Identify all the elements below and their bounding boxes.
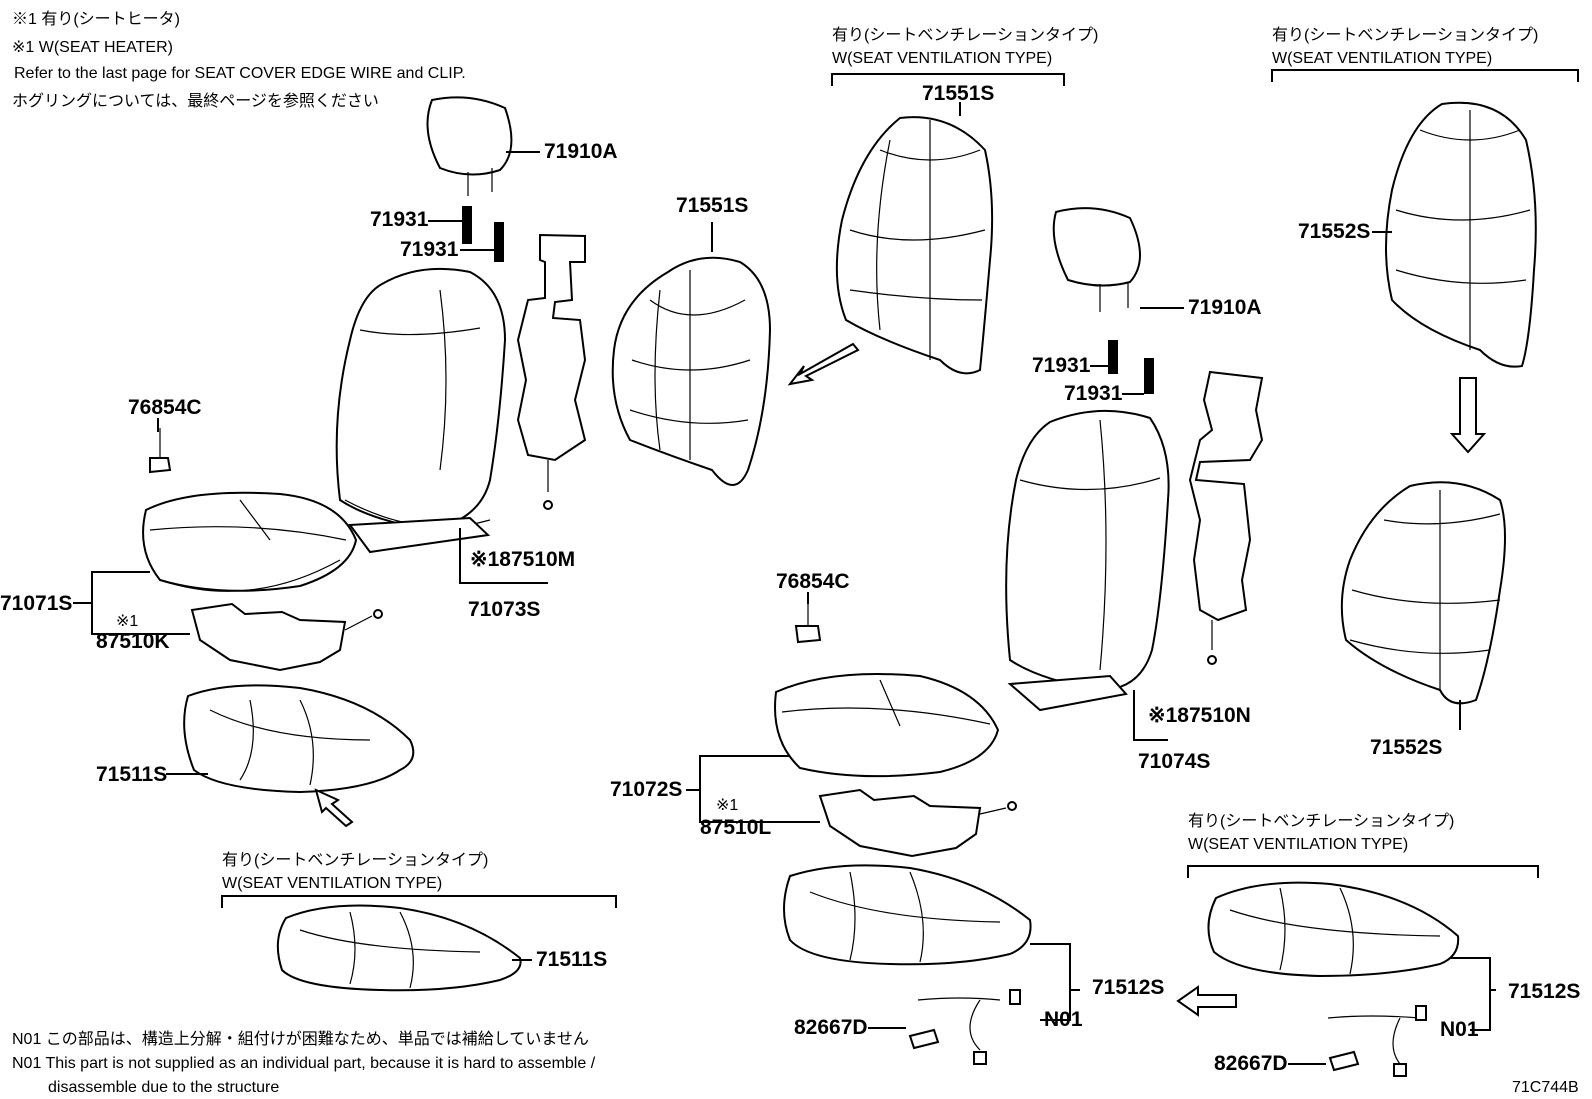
- svg-text:W(SEAT VENTILATION TYPE): W(SEAT VENTILATION TYPE): [222, 875, 442, 892]
- leader-71512s-b: [1450, 957, 1496, 1031]
- label-n01-a: N01: [1044, 1008, 1083, 1031]
- label-71931-r1: 71931: [1032, 354, 1091, 377]
- label-mark-left: ※1: [116, 613, 138, 630]
- headrest-right: [1052, 207, 1141, 312]
- label-71910a-left: 71910A: [544, 140, 618, 163]
- note-refer-jp: ホグリングについては、最終ページを参照ください: [12, 92, 379, 110]
- label-71512s-a: 71512S: [1092, 976, 1164, 999]
- seat-cushion-left: [142, 491, 358, 592]
- headrest-guide-left-2: [494, 222, 504, 262]
- vent-group-top-center: 有り(シートベンチレーションタイプ) W(SEAT VENTILATION TY…: [831, 26, 1098, 86]
- arrow-left-right: [1176, 985, 1237, 1017]
- clip-76854c-right: [794, 602, 822, 644]
- headrest-left: [426, 96, 513, 196]
- leader-71073s: [459, 528, 548, 584]
- label-71073s: 71073S: [468, 598, 540, 621]
- seatback-right: [1005, 409, 1170, 712]
- label-87510k: 87510K: [96, 630, 170, 653]
- footnote-n01-jp: N01 この部品は、構造上分解・組付けが困難なため、単品では補給していません: [12, 1030, 589, 1048]
- diagram-id: 71C744B: [1512, 1079, 1579, 1096]
- label-71931-l1: 71931: [370, 208, 429, 231]
- vent-seatback-pad-right-top: [1385, 101, 1537, 368]
- arrow-down-right: [1449, 377, 1487, 454]
- svg-text:W(SEAT VENTILATION TYPE): W(SEAT VENTILATION TYPE): [1272, 50, 1492, 67]
- note-heater-en: ※1 W(SEAT HEATER): [12, 39, 173, 56]
- note-refer-en: Refer to the last page for SEAT COVER ED…: [14, 65, 466, 82]
- svg-text:有り(シートベンチレーションタイプ): 有り(シートベンチレーションタイプ): [1188, 812, 1454, 830]
- vent-group-bottom-left: 有り(シートベンチレーションタイプ) W(SEAT VENTILATION TY…: [221, 851, 617, 908]
- connector-82667d-right: [1328, 1050, 1360, 1072]
- label-82667d-a: 82667D: [794, 1016, 868, 1039]
- footnote-n01-en2: disassemble due to the structure: [48, 1079, 279, 1096]
- label-71071s: 71071S: [0, 592, 72, 615]
- label-n01-b: N01: [1440, 1018, 1479, 1041]
- label-71552s-b: 71552S: [1370, 736, 1442, 759]
- label-87510m: ※187510M: [470, 548, 575, 571]
- note-heater-jp: ※1 有り(シートヒータ): [12, 10, 180, 28]
- label-82667d-b: 82667D: [1214, 1052, 1288, 1075]
- seatback-left: [335, 267, 507, 554]
- label-71910a-right: 71910A: [1188, 296, 1262, 319]
- headrest-guide-left-1: [462, 206, 472, 244]
- label-71511s-a: 71511S: [96, 763, 167, 786]
- harness-right: [1327, 1005, 1427, 1077]
- headrest-guide-right-1: [1108, 340, 1118, 374]
- label-71551s-left: 71551S: [676, 194, 748, 217]
- label-71072s: 71072S: [610, 778, 682, 801]
- label-71512s-b: 71512S: [1508, 980, 1580, 1003]
- svg-text:有り(シートベンチレーションタイプ): 有り(シートベンチレーションタイプ): [1272, 26, 1538, 44]
- harness-center: [917, 989, 1021, 1065]
- label-87510l: 87510L: [700, 816, 771, 839]
- seat-cushion-right: [774, 673, 1000, 778]
- label-76854c-right: 76854C: [776, 570, 850, 593]
- vent-group-bottom-right: 有り(シートベンチレーションタイプ) W(SEAT VENTILATION TY…: [1187, 812, 1539, 878]
- leader-71071s: [73, 571, 190, 635]
- svg-text:W(SEAT VENTILATION TYPE): W(SEAT VENTILATION TYPE): [1188, 836, 1408, 853]
- heater-mat-back-right: [1188, 370, 1264, 665]
- vent-group-top-right: 有り(シートベンチレーションタイプ) W(SEAT VENTILATION TY…: [1271, 26, 1579, 82]
- vent-seatback-pad-top: [835, 116, 994, 375]
- connector-82667d-center: [908, 1028, 940, 1050]
- label-71931-r2: 71931: [1064, 382, 1123, 405]
- arrow-up-left: [314, 788, 354, 828]
- label-71552s-a: 71552S: [1298, 220, 1370, 243]
- svg-text:有り(シートベンチレーションタイプ): 有り(シートベンチレーションタイプ): [832, 26, 1098, 44]
- heater-mat-cushion-right: [818, 788, 1017, 858]
- svg-text:W(SEAT VENTILATION TYPE): W(SEAT VENTILATION TYPE): [832, 50, 1052, 67]
- vent-seatback-pad-right-bottom: [1340, 481, 1506, 705]
- headrest-guide-right-2: [1144, 358, 1154, 394]
- label-71551s-top: 71551S: [922, 82, 994, 105]
- cushion-pad-right: [783, 864, 1032, 966]
- label-71511s-b: 71511S: [536, 948, 607, 971]
- heater-mat-cushion-left: [190, 602, 383, 672]
- cushion-pad-left: [183, 684, 415, 794]
- heater-mat-back-left: [516, 233, 587, 510]
- label-71931-l2: 71931: [400, 238, 459, 261]
- leader-71072s: [686, 755, 820, 823]
- leader-71512s-a: [1030, 943, 1080, 1021]
- clip-76854c-left: [149, 428, 172, 474]
- footnote-n01-en: N01 This part is not supplied as an indi…: [12, 1055, 596, 1072]
- svg-text:有り(シートベンチレーションタイプ): 有り(シートベンチレーションタイプ): [222, 851, 488, 869]
- leader-71074s: [1133, 690, 1168, 741]
- label-87510n: ※187510N: [1148, 704, 1251, 727]
- label-71074s: 71074S: [1138, 750, 1210, 773]
- vent-cushion-pad-left: [276, 904, 522, 992]
- label-76854c-left: 76854C: [128, 396, 202, 419]
- vent-cushion-pad-right: [1207, 881, 1460, 978]
- arrow-down-left: [787, 342, 860, 386]
- seatback-pad-left: [611, 256, 772, 486]
- label-mark-right: ※1: [716, 797, 738, 814]
